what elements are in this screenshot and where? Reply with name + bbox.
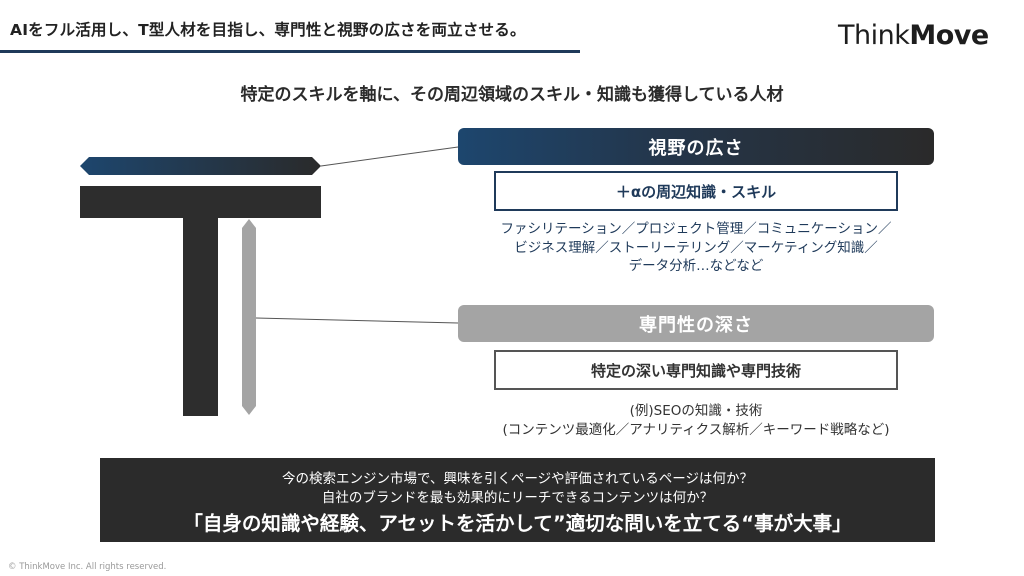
- page-header-title: AIをフル活用し、T型人材を目指し、専門性と視野の広さを両立させる。: [10, 21, 526, 39]
- header-underline: [0, 50, 580, 53]
- depth-heading: 専門性の深さ: [458, 305, 934, 342]
- breadth-line: ファシリテーション／プロジェクト管理／コミュニケーション／: [500, 221, 892, 237]
- depth-line: (例)SEOの知識・技術: [629, 403, 763, 419]
- depth-description: (例)SEOの知識・技術 (コンテンツ最適化／アナリティクス解析／キーワード戦略…: [458, 402, 934, 439]
- bottom-question-2: 自社のブランドを最も効果的にリーチできるコンテンツは何か？: [321, 490, 714, 506]
- breadth-arrow: [80, 157, 321, 175]
- t-crossbar: [80, 186, 321, 218]
- t-stem: [183, 218, 218, 416]
- breadth-box: ＋αの周辺知識・スキル: [494, 171, 898, 211]
- depth-connector-line: [255, 317, 459, 324]
- bottom-key-message: 「自身の知識や経験、アセットを活かして”適切な問いを立てる“事が大事」: [183, 512, 852, 535]
- breadth-description: ファシリテーション／プロジェクト管理／コミュニケーション／ ビジネス理解／ストー…: [458, 220, 934, 276]
- bottom-question-1: 今の検索エンジン市場で、興味を引くページや評価されているページは何か？: [281, 471, 753, 487]
- breadth-heading: 視野の広さ: [458, 128, 934, 165]
- breadth-line: データ分析…などなど: [628, 258, 764, 274]
- thinkmove-logo: ThinkMove: [838, 20, 989, 51]
- breadth-line: ビジネス理解／ストーリーテリング／マーケティング知識／: [514, 239, 878, 256]
- copyright-text: © ThinkMove Inc. All rights reserved.: [8, 562, 167, 572]
- breadth-connector-line: [320, 146, 459, 167]
- logo-think: Think: [838, 20, 910, 51]
- bottom-message-box: 今の検索エンジン市場で、興味を引くページや評価されているページは何か？ 自社のブ…: [100, 458, 935, 542]
- logo-move: Move: [909, 20, 989, 51]
- depth-box: 特定の深い専門知識や専門技術: [494, 350, 898, 390]
- slide-subtitle: 特定のスキルを軸に、その周辺領域のスキル・知識も獲得している人材: [240, 85, 784, 105]
- depth-line: (コンテンツ最適化／アナリティクス解析／キーワード戦略など): [502, 421, 890, 438]
- depth-arrow: [242, 219, 256, 415]
